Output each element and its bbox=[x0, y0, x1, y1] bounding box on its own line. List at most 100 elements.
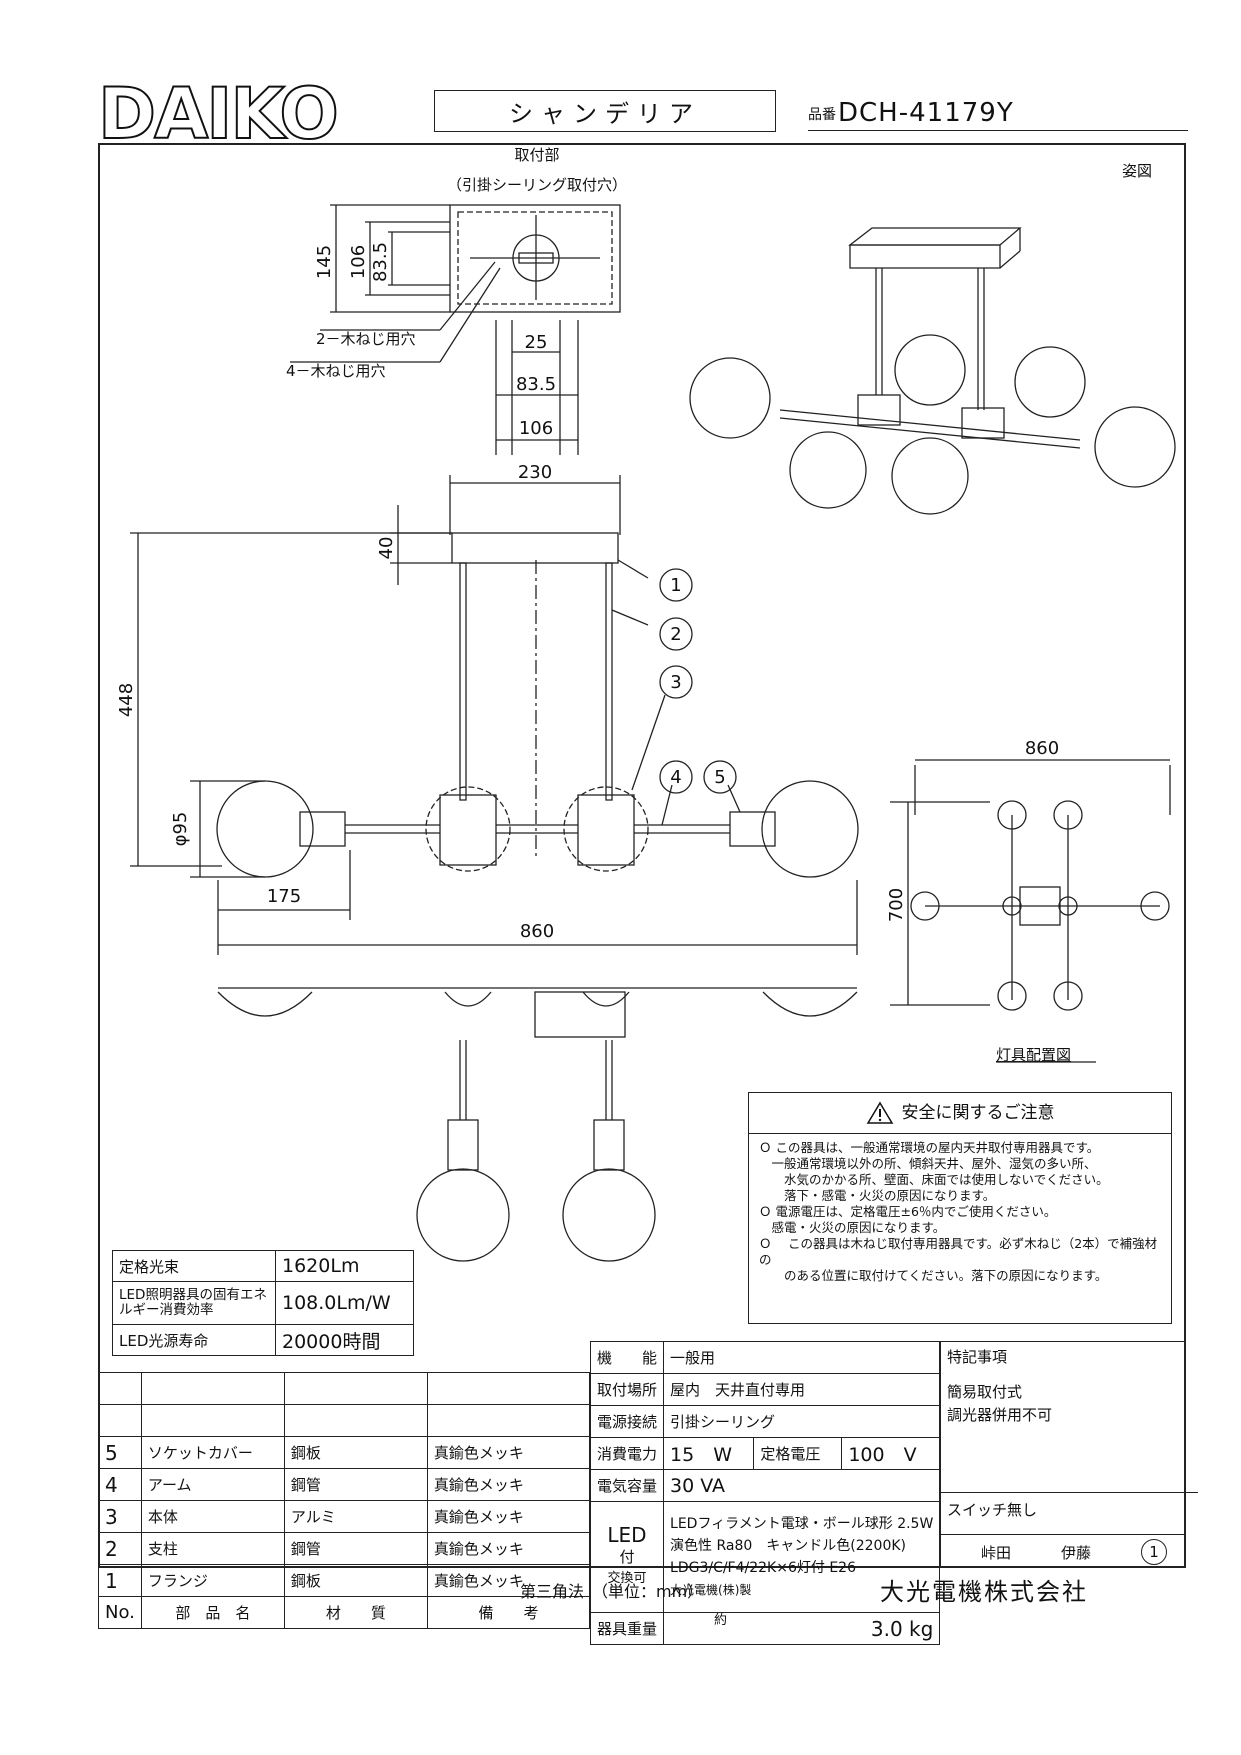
led-label-3: 交換可 bbox=[607, 1571, 647, 1586]
col-name: 部 品 名 bbox=[140, 1596, 285, 1629]
table-row: 5 ソケットカバー 鋼板 真鍮色メッキ bbox=[98, 1436, 591, 1469]
part-number: 品番 DCH-41179Y bbox=[808, 96, 1188, 131]
safety-notice: 安全に関するご注意 Ｏ この器具は、一般通常環境の屋内天井取付専用器具です。 一… bbox=[748, 1092, 1172, 1324]
safety-line: 水気のかかる所、壁面、床面では使用しないでください。 bbox=[759, 1172, 1109, 1187]
dim-860: 860 bbox=[520, 921, 554, 942]
led-label-2: 付 bbox=[619, 1548, 635, 1566]
perspective-label: 姿図 bbox=[1122, 162, 1153, 180]
table-row: 1 フランジ 鋼板 真鍮色メッキ bbox=[98, 1564, 591, 1597]
screw-4-label: 4－木ねじ用穴 bbox=[286, 362, 386, 380]
led-line-1: LEDフィラメント電球・ボール球形 2.5W bbox=[670, 1516, 934, 1532]
callout-2: 2 bbox=[670, 624, 681, 645]
dim-175: 175 bbox=[267, 886, 301, 907]
voltage-label: 定格電圧 bbox=[753, 1437, 843, 1470]
dim-106-h: 106 bbox=[519, 418, 553, 439]
col-note: 備 考 bbox=[426, 1596, 591, 1629]
led-label: LED bbox=[607, 1523, 647, 1547]
part-note: 真鍮色メッキ bbox=[426, 1436, 591, 1469]
led-line-4: 大光電機(株)製 bbox=[670, 1583, 752, 1597]
weight-value: 3.0 kg bbox=[870, 1616, 934, 1641]
notes-line-2: 調光器併用不可 bbox=[947, 1406, 1053, 1424]
col-no: No. bbox=[98, 1596, 142, 1629]
pole-left bbox=[459, 562, 467, 801]
projection-note: 第三角法 （単位：mm） bbox=[520, 1582, 704, 1601]
part-note: 真鍮色メッキ bbox=[426, 1468, 591, 1501]
parts-header-row: No. 部 品 名 材 質 備 考 bbox=[98, 1596, 591, 1629]
part-material: 鋼板 bbox=[283, 1436, 428, 1469]
product-type-title: シャンデリア bbox=[434, 90, 776, 132]
warning-icon bbox=[866, 1101, 893, 1124]
spec-value: 1620Lm bbox=[275, 1250, 414, 1282]
mount-label: 取付部 bbox=[514, 146, 559, 164]
spec-label: LED照明器具の固有エネルギー消費効率 bbox=[112, 1281, 276, 1325]
dim-448: 448 bbox=[116, 683, 137, 717]
part-note: 真鍮色メッキ bbox=[426, 1532, 591, 1565]
spec-label: LED光源寿命 bbox=[112, 1324, 276, 1356]
dim-860-top: 860 bbox=[1025, 738, 1059, 759]
table-row: 4 アーム 鋼管 真鍮色メッキ bbox=[98, 1468, 591, 1501]
conn-value: 引掛シーリング bbox=[663, 1405, 941, 1438]
part-no: 4 bbox=[98, 1468, 142, 1501]
part-note: 真鍮色メッキ bbox=[426, 1500, 591, 1533]
table-row: 2 支柱 鋼管 真鍮色メッキ bbox=[98, 1532, 591, 1565]
safety-line: 落下・感電・火災の原因になります。 bbox=[759, 1188, 996, 1203]
safety-line: のある位置に取付けてください。落下の原因になります。 bbox=[759, 1268, 1108, 1283]
dim-145: 145 bbox=[314, 245, 335, 279]
place-value: 屋内 天井直付専用 bbox=[663, 1373, 941, 1406]
spec-value: 20000時間 bbox=[275, 1324, 414, 1356]
dim-230: 230 bbox=[518, 462, 552, 483]
daiko-logo: DAIKO bbox=[97, 72, 340, 156]
layout-label: 灯具配置図 bbox=[996, 1046, 1072, 1064]
part-name: 支柱 bbox=[140, 1532, 285, 1565]
safety-line: Ｏ 電源電圧は、定格電圧±6％内でご使用ください。 bbox=[759, 1204, 1057, 1219]
conn-label: 電源接続 bbox=[589, 1405, 665, 1438]
part-no: 1 bbox=[98, 1564, 142, 1597]
spec-label: 定格光束 bbox=[112, 1250, 276, 1282]
led-line-3: LDG3/C/F4/22K×6灯付 E26 bbox=[670, 1560, 856, 1576]
callout-1: 1 bbox=[670, 575, 681, 596]
bulb-left bbox=[216, 780, 314, 878]
function-value: 一般用 bbox=[663, 1341, 941, 1374]
part-name: フランジ bbox=[140, 1564, 285, 1597]
signature-2: 伊藤 bbox=[1061, 1543, 1092, 1562]
canopy-front bbox=[451, 532, 619, 564]
safety-title: 安全に関するご注意 bbox=[901, 1103, 1055, 1123]
info-table: 機 能 一般用 取付場所 屋内 天井直付専用 電源接続 引掛シーリング 消費電力… bbox=[589, 1341, 941, 1645]
part-name: アーム bbox=[140, 1468, 285, 1501]
part-no: 3 bbox=[98, 1500, 142, 1533]
callout-5: 5 bbox=[714, 767, 725, 788]
body-left bbox=[439, 794, 497, 866]
notes-switch: スイッチ無し bbox=[941, 1492, 1198, 1526]
part-no: 2 bbox=[98, 1532, 142, 1565]
voltage-value: 100 V bbox=[841, 1437, 941, 1470]
capacity-label: 電気容量 bbox=[589, 1469, 665, 1502]
logo-text: DAIKO bbox=[98, 78, 337, 148]
persp-canopy-top bbox=[848, 227, 1022, 246]
sheet-number: 1 bbox=[1141, 1539, 1168, 1565]
led-line-2: 演色性 Ra80 キャンドル色(2200K) bbox=[670, 1538, 907, 1554]
power-value: 15 W bbox=[663, 1437, 755, 1470]
dim-106-v: 106 bbox=[348, 245, 369, 279]
company-name: 大光電機株式会社 bbox=[880, 1578, 1088, 1606]
dim-40: 40 bbox=[376, 537, 397, 560]
notes-title: 特記事項 bbox=[947, 1348, 1008, 1366]
part-number-prefix: 品番 bbox=[808, 107, 836, 123]
dim-25: 25 bbox=[525, 332, 548, 353]
part-name: 本体 bbox=[140, 1500, 285, 1533]
weight-approx: 約 bbox=[714, 1613, 728, 1628]
dim-phi95: φ95 bbox=[170, 812, 191, 847]
part-name: ソケットカバー bbox=[140, 1436, 285, 1469]
dim-83-5-v: 83.5 bbox=[370, 242, 391, 282]
table-row: 3 本体 アルミ 真鍮色メッキ bbox=[98, 1500, 591, 1533]
body-right bbox=[577, 794, 635, 866]
capacity-value: 30 VA bbox=[663, 1469, 941, 1502]
safety-line: 一般通常環境以外の所、傾斜天井、屋外、湿気の多い所、 bbox=[759, 1156, 1097, 1171]
place-label: 取付場所 bbox=[589, 1373, 665, 1406]
dim-700: 700 bbox=[886, 888, 907, 922]
dim-83-5-h: 83.5 bbox=[516, 374, 556, 395]
part-material: 鋼管 bbox=[283, 1468, 428, 1501]
weight-label: 器具重量 bbox=[589, 1612, 665, 1645]
mount-plate-outline bbox=[449, 204, 621, 313]
bulb-side-right bbox=[562, 1168, 656, 1262]
